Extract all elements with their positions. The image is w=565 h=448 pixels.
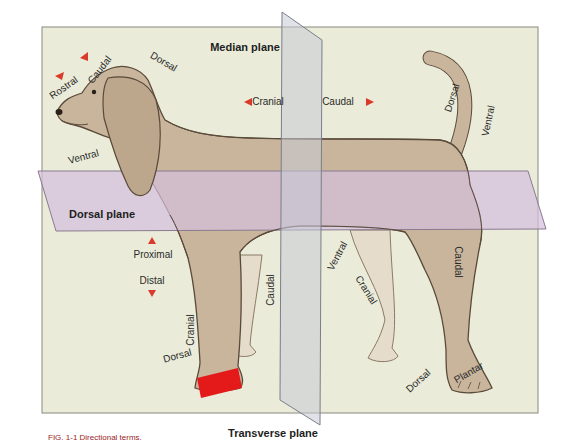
direction-label: Proximal bbox=[134, 250, 173, 260]
direction-label: Caudal bbox=[322, 97, 354, 107]
direction-label: Distal bbox=[139, 276, 164, 286]
figure-caption: FIG. 1-1 Directional terms. bbox=[48, 433, 142, 442]
plane-label: Dorsal plane bbox=[69, 209, 135, 220]
direction-label: Caudal bbox=[266, 274, 276, 306]
plane-label: Median plane bbox=[210, 42, 280, 53]
direction-label: Caudal bbox=[453, 246, 463, 278]
direction-label: Cranial bbox=[186, 314, 196, 346]
direction-label: Cranial bbox=[252, 97, 284, 107]
plane-label: Transverse plane bbox=[228, 428, 318, 439]
